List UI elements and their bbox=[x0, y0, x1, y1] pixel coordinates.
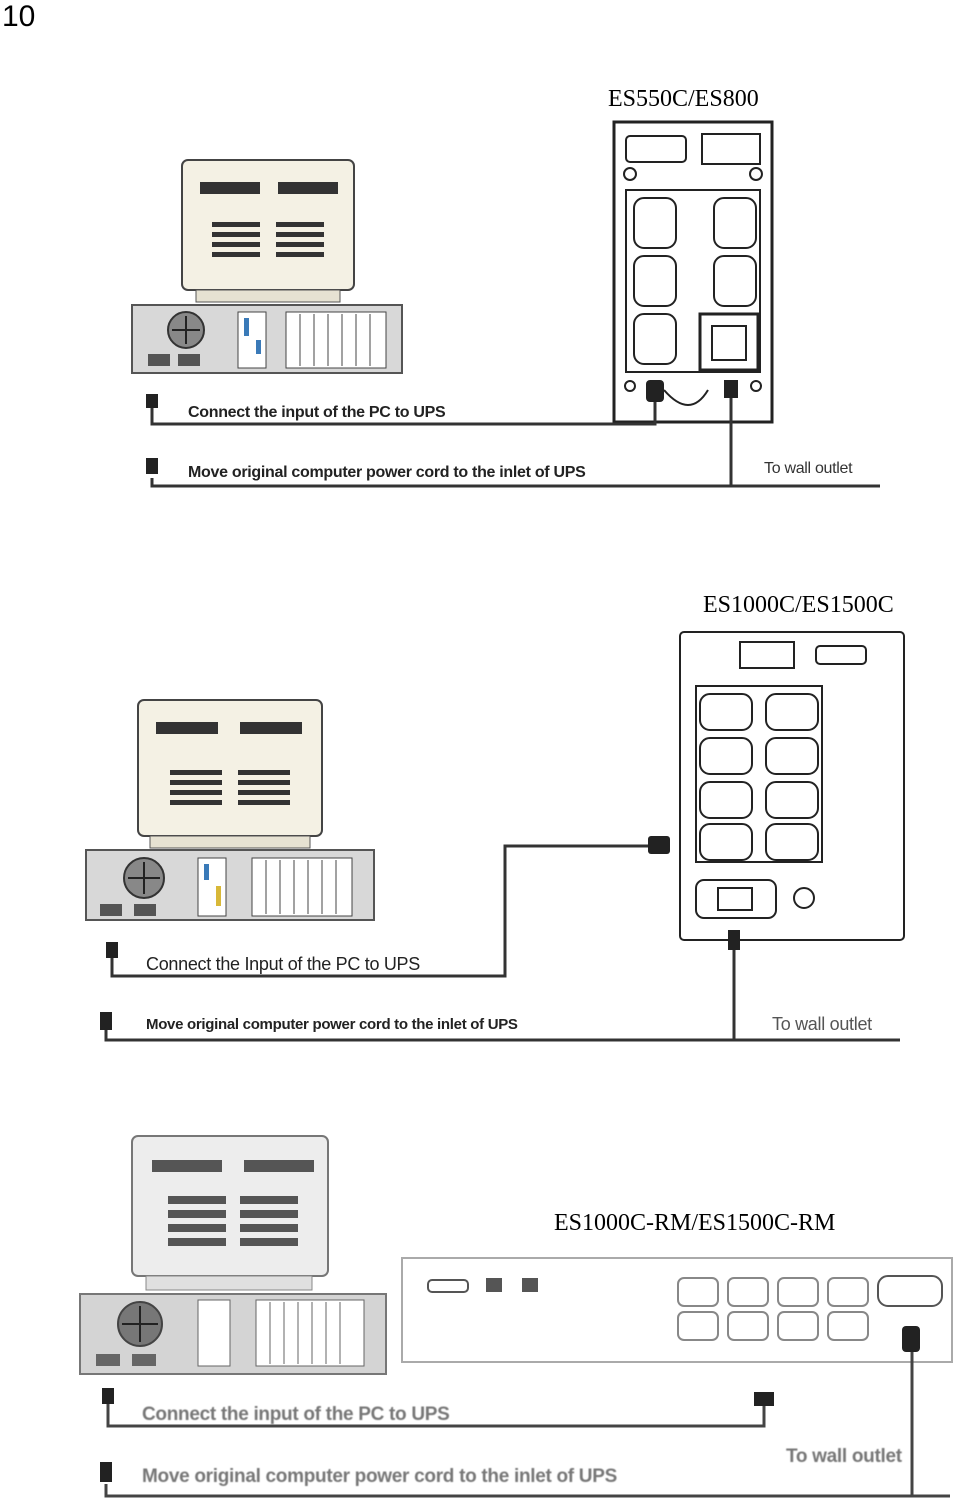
page-number: 10 bbox=[2, 0, 36, 33]
plug-icon bbox=[100, 1012, 112, 1030]
pc-case-icon bbox=[85, 849, 375, 921]
pc-monitor-icon bbox=[181, 159, 355, 303]
power-cables bbox=[104, 844, 900, 1042]
outlet-es1000c: To wall outlet bbox=[772, 1014, 872, 1034]
model-title-es550c: ES550C/ES800 bbox=[608, 86, 759, 112]
ups-rear-panel-icon bbox=[648, 631, 905, 950]
plug-icon bbox=[146, 458, 158, 474]
pc-monitor-icon bbox=[131, 1135, 329, 1291]
step2-es1000c-rm: Move original computer power cord to the… bbox=[142, 1466, 617, 1487]
model-title-es1000c-rm: ES1000C-RM/ES1500C-RM bbox=[554, 1210, 836, 1236]
model-title-es1000c: ES1000C/ES1500C bbox=[703, 592, 894, 618]
step1-es1000c-rm: Connect the input of the PC to UPS bbox=[142, 1404, 450, 1425]
step2-es550c: Move original computer power cord to the… bbox=[188, 464, 586, 481]
plug-icon bbox=[146, 394, 158, 408]
power-cables bbox=[104, 1352, 950, 1498]
pc-case-icon bbox=[79, 1293, 387, 1375]
power-cables bbox=[150, 398, 880, 488]
plug-icon bbox=[100, 1462, 112, 1482]
pc-case-icon bbox=[131, 304, 403, 374]
step2-es1000c: Move original computer power cord to the… bbox=[146, 1016, 518, 1033]
step1-es550c: Connect the input of the PC to UPS bbox=[188, 404, 446, 421]
pc-monitor-icon bbox=[137, 699, 323, 849]
outlet-es1000c-rm: To wall outlet bbox=[786, 1446, 902, 1467]
step1-es1000c: Connect the Input of the PC to UPS bbox=[146, 954, 420, 974]
plug-icon bbox=[102, 1388, 114, 1404]
ups-rackmount-rear-icon bbox=[401, 1257, 953, 1406]
ups-rear-panel-icon bbox=[612, 120, 774, 424]
plug-icon bbox=[106, 942, 118, 958]
outlet-es550c: To wall outlet bbox=[764, 460, 853, 477]
